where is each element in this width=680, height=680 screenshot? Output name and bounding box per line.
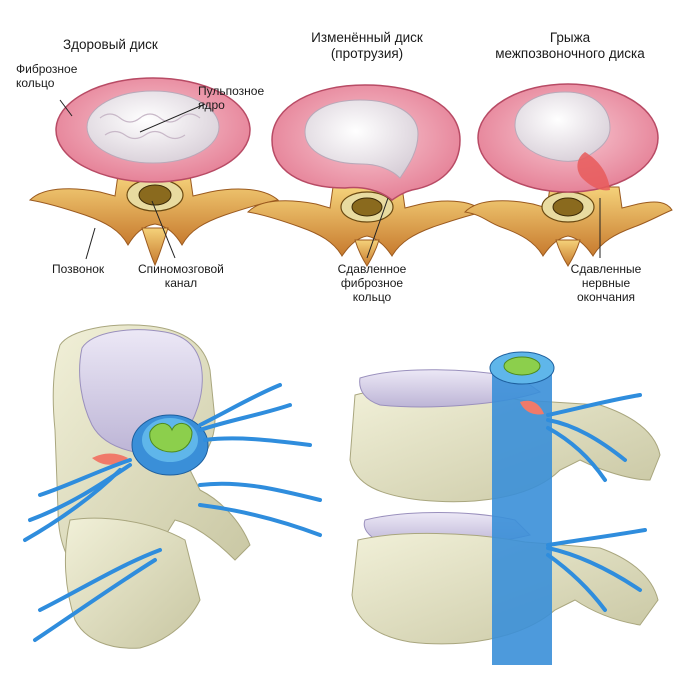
right-3d-spine-model xyxy=(349,351,661,665)
left-3d-spine-model xyxy=(23,324,322,649)
left-model-nerves xyxy=(23,383,322,642)
right-model-cord-column xyxy=(492,365,552,665)
herniation-extrusion xyxy=(577,152,610,191)
label-compressed-nerves: Сдавленные нервные окончания xyxy=(570,262,642,304)
herniation-disc-section xyxy=(463,83,673,267)
label-vertebra: Позвонок xyxy=(52,262,105,276)
panel-1-title: Здоровый диск xyxy=(63,37,158,52)
spinous-process xyxy=(141,227,169,267)
label-nucleus: Пульпозное ядро xyxy=(198,84,265,112)
healthy-disc-section xyxy=(28,77,280,267)
left-model-cord xyxy=(149,423,193,453)
protrusion-disc-section xyxy=(246,84,486,267)
panel-2-title: Изменённый диск (протрузия) xyxy=(311,30,423,61)
right-model-nerves xyxy=(546,393,647,612)
label-spinal-canal: Спиномозговой канал xyxy=(138,262,224,290)
right-model-herniation xyxy=(520,400,544,415)
label-compressed-annulus: Сдавленное фиброзное кольцо xyxy=(337,262,407,304)
label-annulus: Фиброзное кольцо xyxy=(16,62,78,90)
spinal-cord xyxy=(138,184,172,206)
panel-3-title: Грыжа межпозвоночного диска xyxy=(495,30,645,61)
nucleus-pulposus xyxy=(86,90,220,164)
